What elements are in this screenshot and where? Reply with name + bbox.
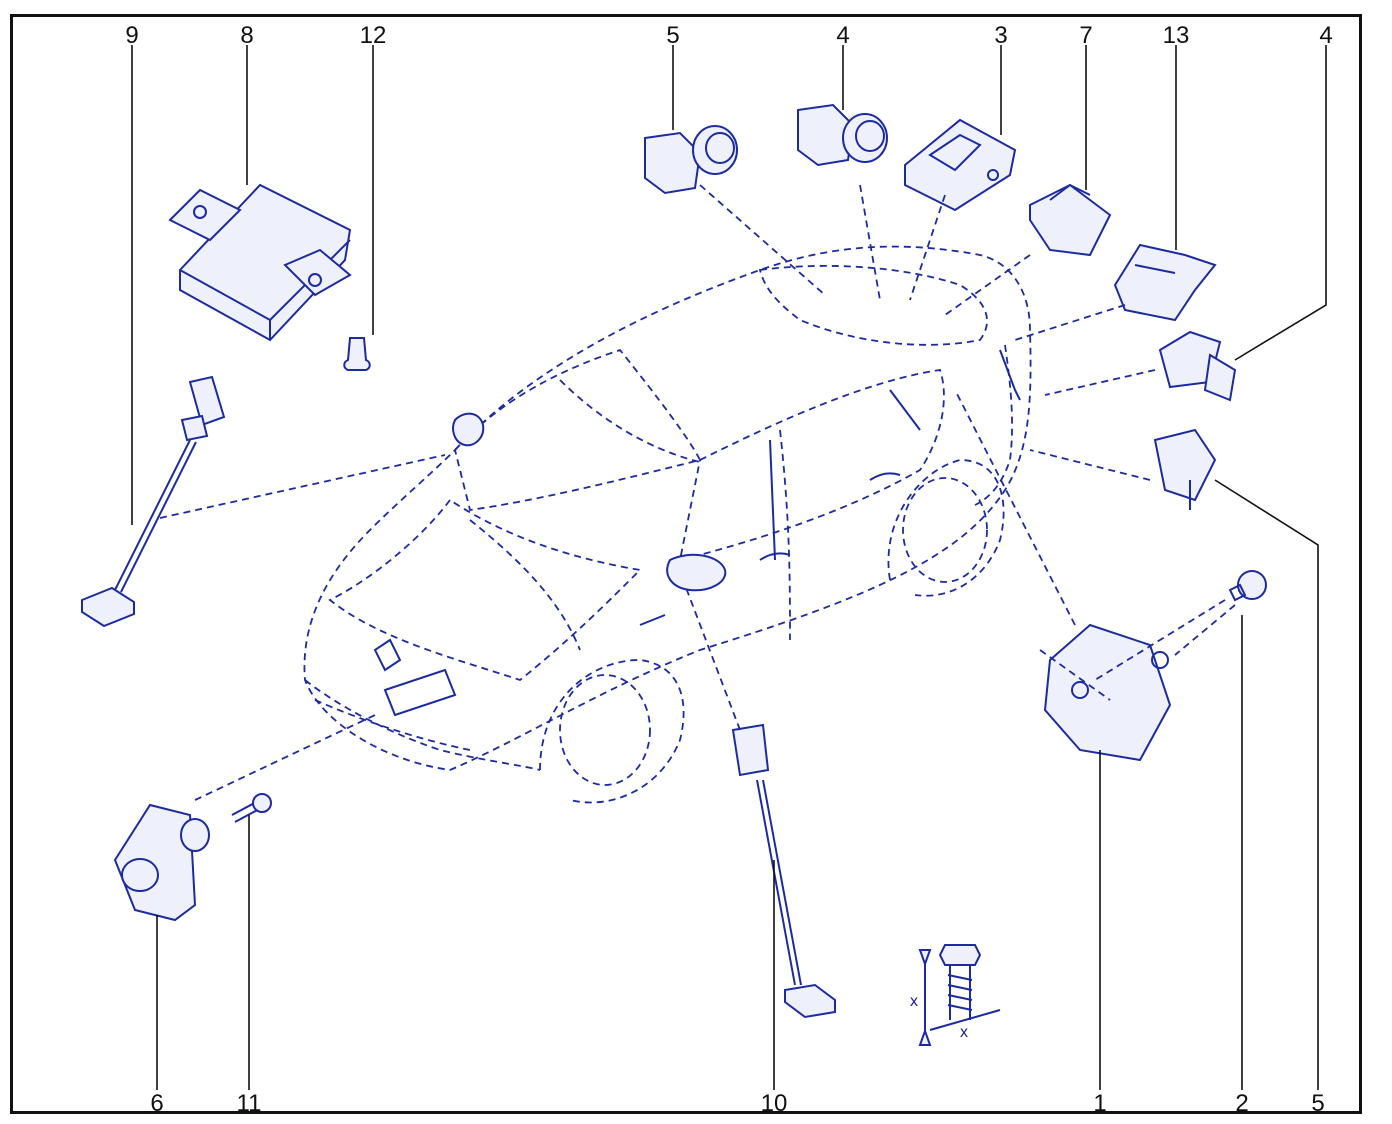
part-6-camera [113, 803, 210, 922]
callout-9: 9 [125, 22, 139, 49]
callout-10: 10 [760, 1090, 788, 1117]
part-11-screw [231, 793, 272, 823]
bolt-dimension-x-horizontal: x [960, 1024, 968, 1041]
callout-11: 11 [236, 1090, 262, 1117]
bolt-dimension-x-vertical: x [910, 993, 918, 1010]
part-5-sensor-top [644, 125, 738, 195]
part-3-camera [904, 118, 1017, 212]
callout-5-right: 5 [1311, 1090, 1325, 1117]
callout-13: 13 [1162, 22, 1190, 49]
part-7-bracket [1029, 183, 1112, 257]
callout-3: 3 [994, 22, 1008, 49]
part-8-control-module [168, 183, 352, 342]
part-4-sensor-top [797, 103, 888, 167]
pointer-arrows [159, 184, 1236, 801]
bolt-detail [918, 944, 1001, 1046]
part-1-radar [1043, 623, 1172, 762]
callout-8: 8 [240, 22, 254, 49]
callout-6: 6 [150, 1090, 164, 1117]
car-outline [303, 245, 1032, 804]
callout-4-top: 4 [836, 22, 850, 49]
callout-7: 7 [1079, 22, 1093, 49]
callout-1: 1 [1093, 1090, 1107, 1117]
leader-lines [131, 45, 1327, 1090]
callout-5-top: 5 [666, 22, 680, 49]
callout-4-right: 4 [1319, 22, 1333, 49]
part-10-harness [731, 723, 836, 1019]
part-4-sensor-right [1158, 330, 1237, 402]
part-2-clip [1228, 570, 1267, 602]
part-5-sensor-right [1153, 428, 1217, 510]
callout-2: 2 [1235, 1090, 1249, 1117]
part-12-clip [343, 337, 371, 371]
part-13-camera [1113, 243, 1217, 322]
part-9-harness [81, 375, 226, 628]
callout-12: 12 [359, 22, 387, 49]
